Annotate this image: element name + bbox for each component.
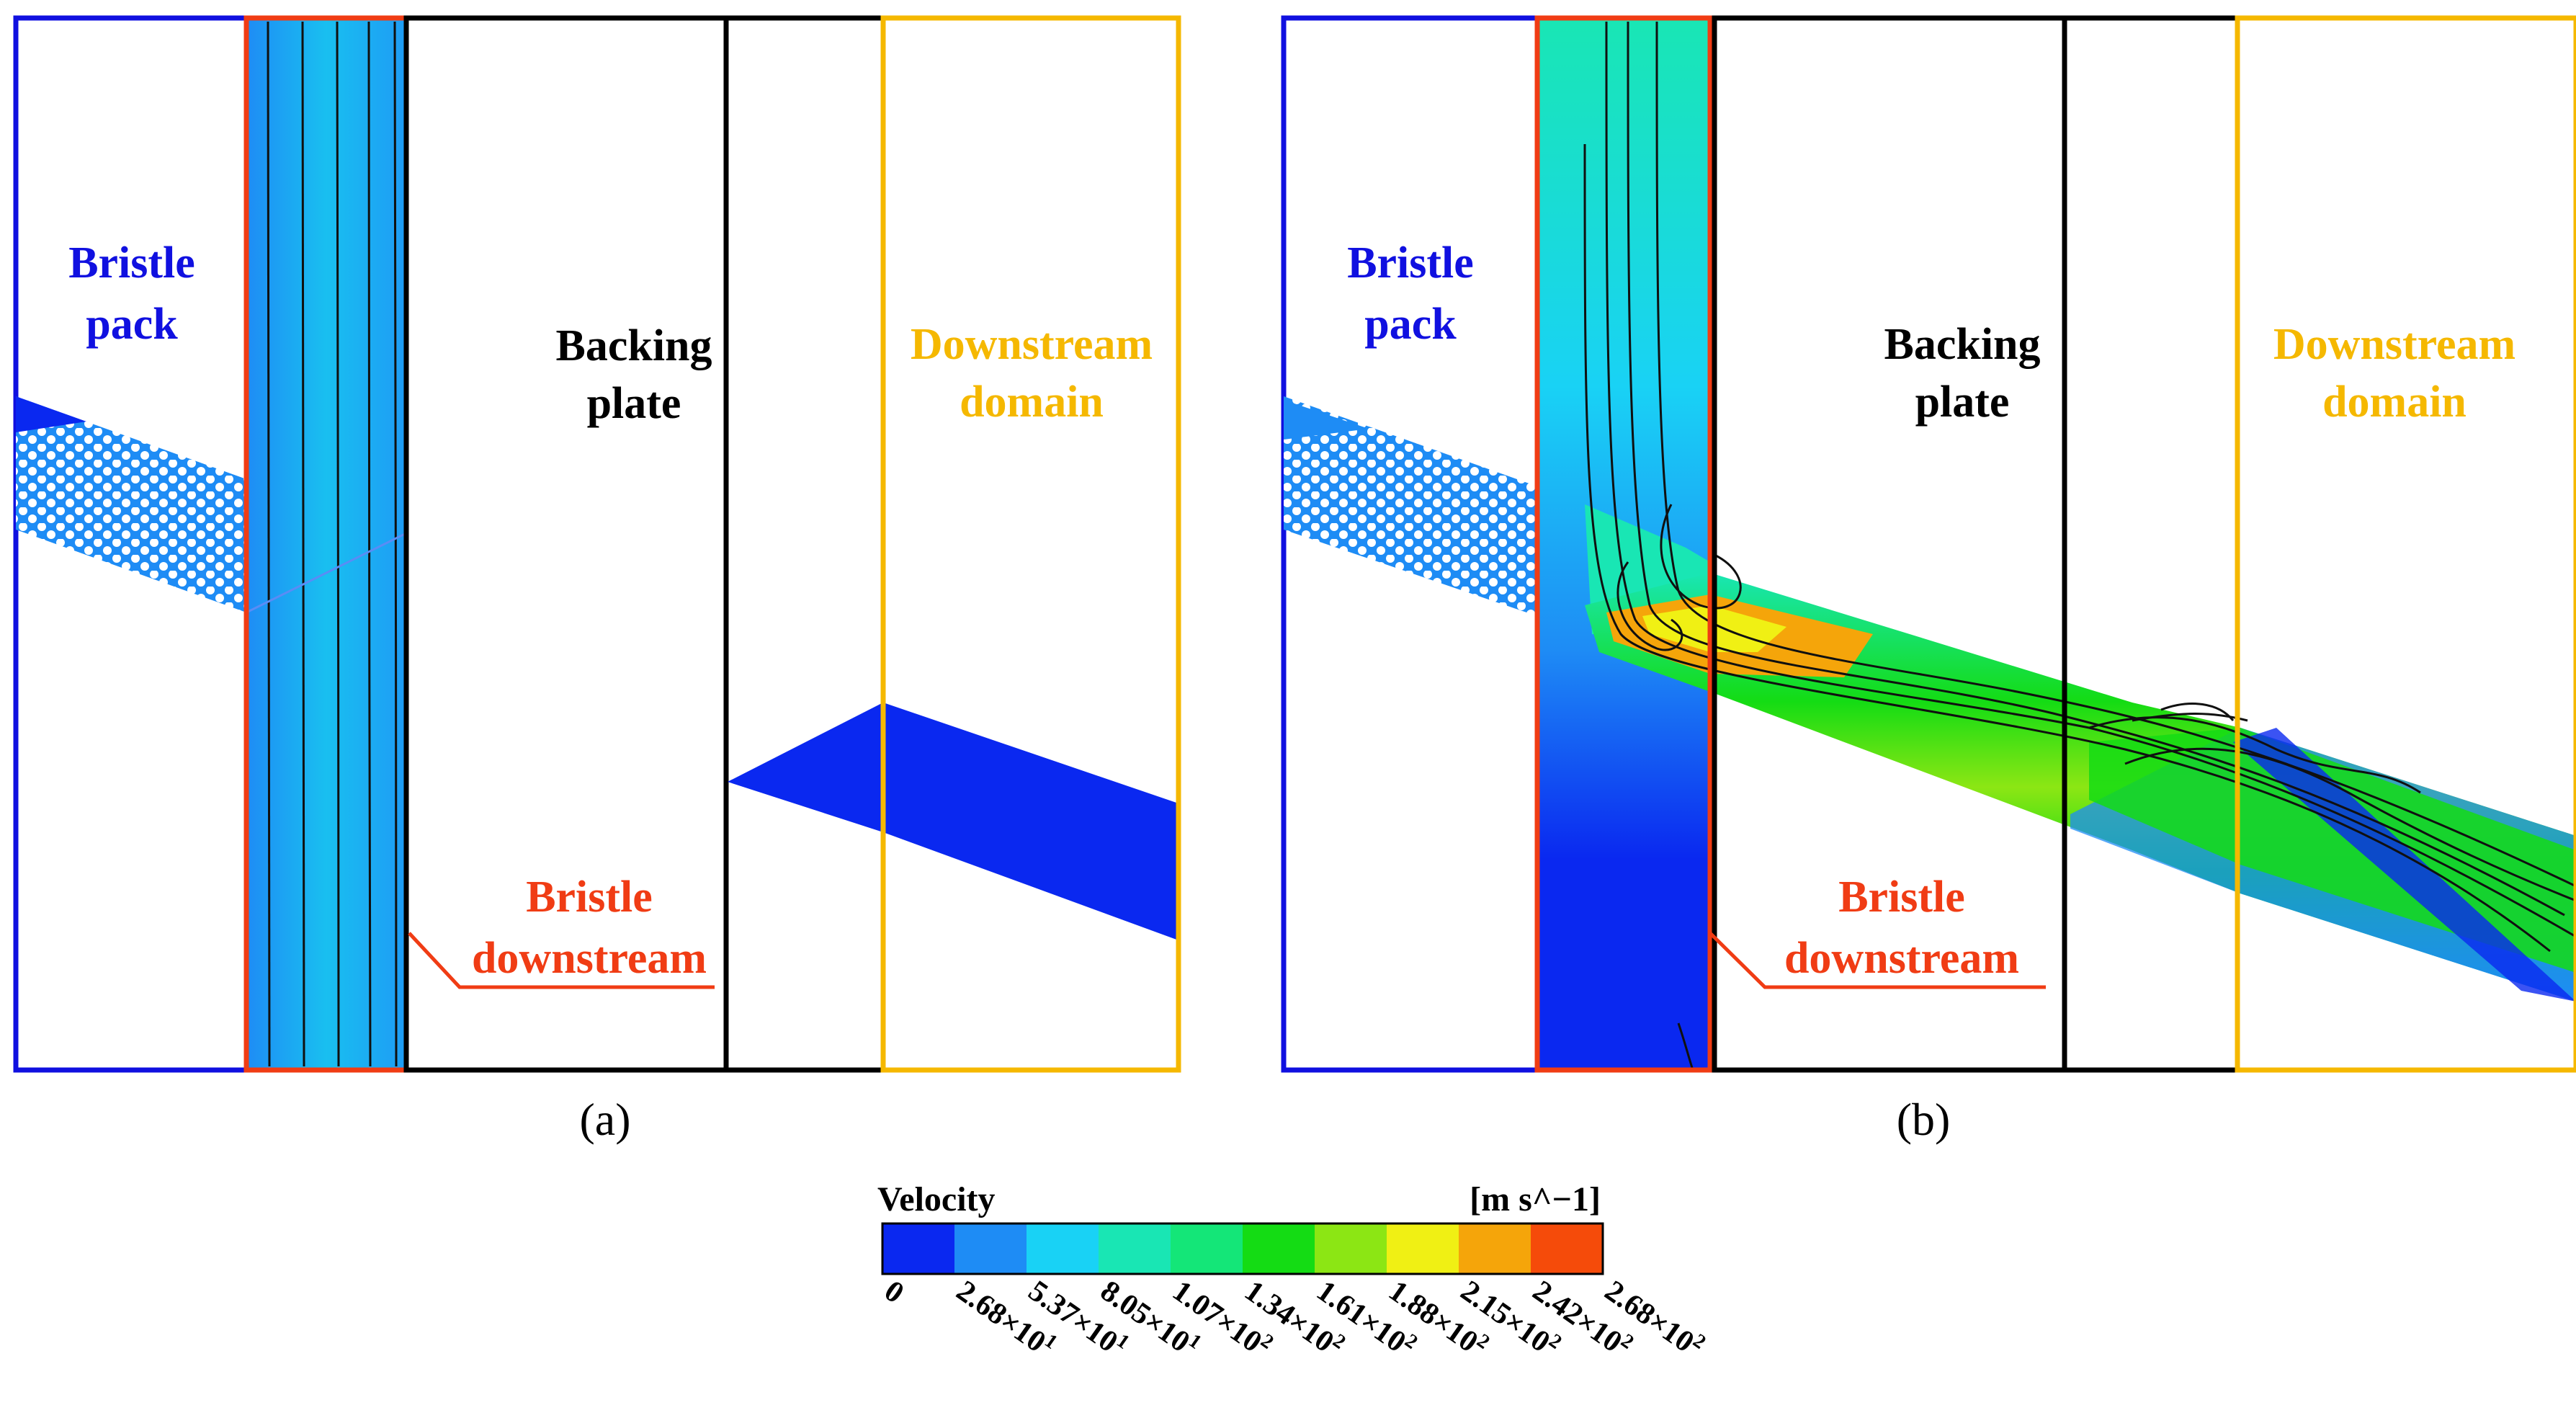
bristle-downstream-field-a [246, 18, 406, 1070]
label-backing-plate-b-2: plate [1915, 378, 2010, 427]
legend-swatch-8 [1459, 1223, 1531, 1274]
legend-tick-label-10: 2.68×102 [1598, 1272, 1709, 1365]
bristle-pack-inlet-a [16, 396, 86, 432]
legend-swatch-1 [954, 1223, 1027, 1274]
caption-a: (a) [579, 1094, 630, 1145]
label-downstream-domain-a-2: domain [960, 378, 1104, 427]
label-downstream-domain-b-2: domain [2322, 378, 2467, 427]
legend-title: Velocity [877, 1180, 996, 1218]
panel-a: Bristle pack Backing plate Downstream do… [13, 15, 1181, 1145]
label-bristle-downstream-a-1: Bristle [526, 873, 653, 922]
bristle-pack-inlet-b [1284, 400, 1369, 440]
legend-unit: [m s^−1] [1470, 1180, 1601, 1218]
streamlines-b [1583, 21, 2576, 1071]
bristle-downstream-leader-b [1709, 932, 2046, 989]
backing-plate-gap-box-b [2062, 15, 2240, 1073]
label-bristle-pack-b-1: Bristle [1347, 239, 1474, 287]
downstream-domain-box-a [880, 15, 1181, 1073]
panel-b: Bristle pack Backing plate Downstream do… [1281, 15, 2576, 1145]
label-bristle-pack-b-2: pack [1364, 300, 1457, 349]
downstream-domain-box-b [2235, 15, 2576, 1073]
bristle-pack-mesh-b [1284, 396, 1537, 616]
legend-swatch-4 [1171, 1223, 1243, 1274]
legend-swatch-6 [1315, 1223, 1387, 1274]
label-bristle-pack-a-2: pack [86, 300, 178, 349]
downstream-jet-a [728, 703, 1179, 940]
backing-plate-gap-box-a [723, 15, 886, 1073]
label-bristle-pack-a-1: Bristle [68, 239, 195, 287]
legend-swatch-2 [1027, 1223, 1099, 1274]
bristle-pack-mesh-a [16, 396, 246, 612]
bristle-downstream-box-b [1534, 15, 1713, 1073]
field-lines-a [267, 21, 398, 1067]
legend-swatches [882, 1223, 1604, 1274]
label-bristle-downstream-a-2: downstream [472, 934, 707, 983]
legend-swatch-5 [1243, 1223, 1315, 1274]
legend-bar-frame [881, 1222, 1604, 1275]
label-downstream-domain-a-1: Downstream [911, 320, 1153, 369]
label-backing-plate-a-1: Backing [555, 321, 712, 370]
legend-swatch-0 [882, 1223, 955, 1274]
legend-swatch-9 [1531, 1223, 1604, 1274]
label-backing-plate-a-2: plate [587, 379, 681, 428]
legend-swatch-3 [1099, 1223, 1171, 1274]
legend-swatch-7 [1387, 1223, 1459, 1274]
caption-b: (b) [1897, 1094, 1951, 1145]
legend-tick-label-0: 0 [878, 1275, 910, 1311]
label-bristle-downstream-b-1: Bristle [1838, 873, 1965, 922]
bristle-downstream-leader-a [408, 932, 715, 989]
label-downstream-domain-b-1: Downstream [2273, 320, 2515, 369]
label-backing-plate-b-1: Backing [1884, 320, 2040, 369]
label-bristle-downstream-b-2: downstream [1784, 934, 2019, 983]
